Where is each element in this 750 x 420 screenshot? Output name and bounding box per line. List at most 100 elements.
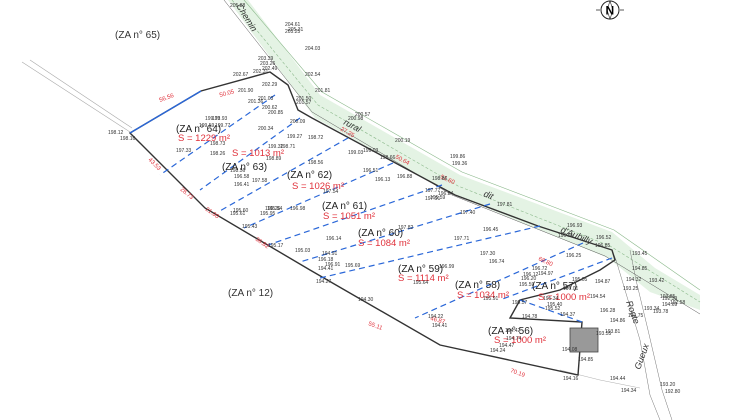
altitude-point: 193.85 xyxy=(660,294,676,300)
altitude-point: 196.18 xyxy=(318,257,334,263)
altitude-point: 200.62 xyxy=(262,105,278,111)
altitude-point: 193.75 xyxy=(628,313,644,319)
altitude-point: 194.41 xyxy=(432,323,448,329)
altitude-point: 197.81 xyxy=(497,202,513,208)
altitude-point: 194.24 xyxy=(490,348,506,354)
altitude-point: 199.59 xyxy=(199,123,215,129)
north-letter: N xyxy=(606,4,615,18)
lot-57-label: (ZA n° 57) xyxy=(532,281,577,292)
altitude-point: 198.86 xyxy=(432,176,448,182)
altitude-points: 205.88204.61205.31205.25204.03203.39203.… xyxy=(108,3,686,395)
lot-64-area: S = 1229 m² xyxy=(178,133,230,144)
altitude-point: 196.12 xyxy=(523,272,539,278)
altitude-point: 194.91 xyxy=(322,251,338,257)
altitude-point: 202.54 xyxy=(305,72,321,78)
altitude-point: 192.80 xyxy=(665,389,681,395)
altitude-point: 202.67 xyxy=(233,72,249,78)
lot-64-label: (ZA n° 64) xyxy=(176,124,221,135)
altitude-point: 201.57 xyxy=(296,100,312,106)
lot-63-label: (ZA n° 63) xyxy=(222,162,267,173)
length-label: 55.11 xyxy=(367,321,383,332)
altitude-point: 199.86 xyxy=(450,154,466,160)
lot-64-north-edge xyxy=(129,90,202,134)
altitude-point: 198.56 xyxy=(230,168,246,174)
altitude-point: 195.52 xyxy=(545,306,561,312)
altitude-point: 202.29 xyxy=(262,82,278,88)
altitude-point: 194.47 xyxy=(499,343,515,349)
lot-58-label: (ZA n° 58) xyxy=(455,280,500,291)
altitude-point: 196.28 xyxy=(600,308,616,314)
altitude-point: 194.85 xyxy=(578,357,594,363)
altitude-point: 199.27 xyxy=(287,134,303,140)
altitude-point: 196.88 xyxy=(397,174,413,180)
altitude-point: 205.31 xyxy=(288,27,304,33)
altitude-point: 196.84 xyxy=(438,191,454,197)
altitude-point: 197.33 xyxy=(176,148,192,154)
altitude-point: 197.82 xyxy=(398,225,414,231)
altitude-point: 196.25 xyxy=(566,253,582,259)
lot-dividers xyxy=(159,94,613,323)
altitude-point: 194.85 xyxy=(632,266,648,272)
altitude-point: 200.19 xyxy=(395,138,411,144)
altitude-point: 200.85 xyxy=(268,110,284,116)
altitude-point: 194.30 xyxy=(358,297,374,303)
altitude-point: 200.34 xyxy=(258,126,274,132)
altitude-point: 194.22 xyxy=(428,314,444,320)
altitude-point: 194.86 xyxy=(610,318,626,324)
altitude-point: 199.03 xyxy=(348,150,364,156)
altitude-point: 196.52 xyxy=(596,235,612,241)
altitude-point: 199.77 xyxy=(215,123,231,129)
altitude-point: 196.58 xyxy=(234,174,250,180)
altitude-point: 194.74 xyxy=(506,336,522,342)
road-label-dit: dit xyxy=(482,189,495,202)
altitude-point: 199.03 xyxy=(363,148,379,154)
lot-60-area: S = 1084 m² xyxy=(358,238,410,249)
length-label: 70.19 xyxy=(509,368,526,379)
north-arrow: N xyxy=(596,0,624,20)
altitude-point: 192.39 xyxy=(662,296,678,302)
altitude-point: 199.93 xyxy=(212,116,228,122)
altitude-point: 205.88 xyxy=(230,3,246,9)
altitude-point: 196.85 xyxy=(595,243,611,249)
altitude-point: 197.91 xyxy=(425,196,441,202)
altitude-point: 198.72 xyxy=(308,135,324,141)
altitude-point: 198.89 xyxy=(266,156,282,162)
altitude-point: 201.90 xyxy=(238,88,254,94)
lot-56-label: (ZA n° 56) xyxy=(488,326,533,337)
length-label: 26.73 xyxy=(179,187,195,202)
altitude-point: 196.14 xyxy=(326,236,342,242)
lot-59-area: S = 1114 m² xyxy=(398,273,449,284)
altitude-point: 193.20 xyxy=(660,382,676,388)
altitude-point: 196.74 xyxy=(489,259,505,265)
altitude-point: 195.17 xyxy=(268,243,284,249)
altitude-point: 196.01 xyxy=(563,286,579,292)
altitude-point: 196.98 xyxy=(290,206,306,212)
altitude-point: 195.43 xyxy=(242,224,258,230)
altitude-point: 197.71 xyxy=(454,236,470,242)
altitude-point: 195.61 xyxy=(230,211,246,217)
altitude-point: 201.81 xyxy=(315,88,331,94)
altitude-point: 195.64 xyxy=(413,280,429,286)
altitude-point: 197.40 xyxy=(460,210,476,216)
altitude-point: 196.51 xyxy=(558,233,574,239)
altitude-point: 200.09 xyxy=(290,119,306,125)
altitude-point: 194.69 xyxy=(662,302,678,308)
altitude-point: 194.08 xyxy=(562,347,578,353)
altitude-point: 195.59 xyxy=(430,195,446,201)
lot-58-area: S = 1034 m² xyxy=(457,290,509,301)
altitude-point: 197.58 xyxy=(252,178,268,184)
altitude-point: 195.34 xyxy=(543,296,559,302)
lot-62-label: (ZA n° 62) xyxy=(287,170,332,181)
altitude-point: 195.54 xyxy=(267,206,283,212)
altitude-point: 194.78 xyxy=(522,314,538,320)
length-label: 21.00 xyxy=(204,207,220,221)
subdivision-boundary xyxy=(128,71,616,376)
altitude-point: 197.30 xyxy=(480,251,496,257)
altitude-point: 195.57 xyxy=(512,300,528,306)
lot-56-area: S = 1000 m² xyxy=(494,335,546,346)
altitude-point: 199.36 xyxy=(452,161,468,167)
altitude-point: 196.13 xyxy=(375,177,391,183)
altitude-point: 195.60 xyxy=(233,208,249,214)
altitude-point: 195.95 xyxy=(260,211,276,217)
